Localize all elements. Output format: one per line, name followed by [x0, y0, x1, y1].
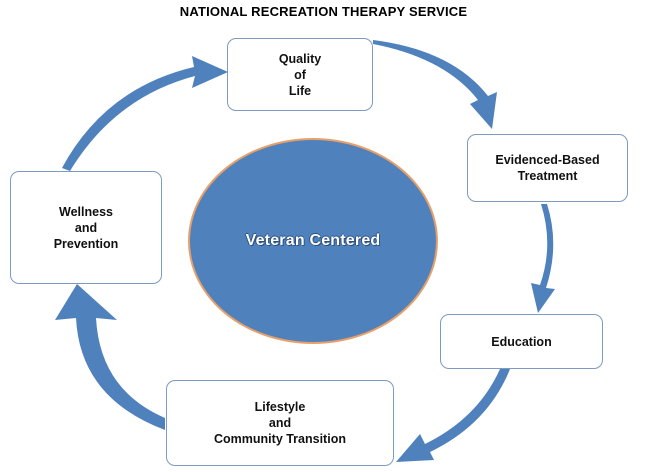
center-circle: Veteran Centered — [188, 138, 438, 344]
node-text-line: Quality — [278, 51, 322, 66]
node-lifestyle-community-transition: Lifestyle and Community Transition — [166, 380, 394, 466]
node-text-line: Education — [491, 334, 552, 349]
node-text-line: Lifestyle — [254, 400, 306, 414]
center-label: Veteran Centered — [245, 232, 381, 249]
arrow-quality-to-evidence — [373, 40, 497, 129]
node-text-line: Life — [288, 83, 312, 98]
node-evidenced-based-treatment: Evidenced-Based Treatment — [467, 134, 628, 202]
diagram-title: NATIONAL RECREATION THERAPY SERVICE — [179, 4, 468, 19]
node-text-line: Evidenced-Based — [495, 153, 600, 167]
node-text-line: Community Transition — [214, 432, 346, 446]
arrow-wellness-to-quality — [62, 56, 228, 171]
node-education: Education — [440, 314, 603, 369]
node-text-line: Prevention — [53, 236, 119, 251]
node-quality-of-life: Quality of Life — [227, 38, 373, 111]
arrow-education-to-lifestyle — [396, 369, 510, 462]
node-text-line: Wellness — [59, 204, 113, 219]
node-text-line: Treatment — [517, 169, 578, 183]
node-text-line: and — [268, 416, 292, 430]
node-wellness-prevention: Wellness and Prevention — [10, 171, 162, 284]
arrow-lifestyle-to-wellness — [55, 284, 165, 430]
arrow-evidence-to-education — [531, 204, 555, 313]
node-text-line: of — [294, 67, 306, 82]
node-text-line: and — [74, 220, 98, 235]
